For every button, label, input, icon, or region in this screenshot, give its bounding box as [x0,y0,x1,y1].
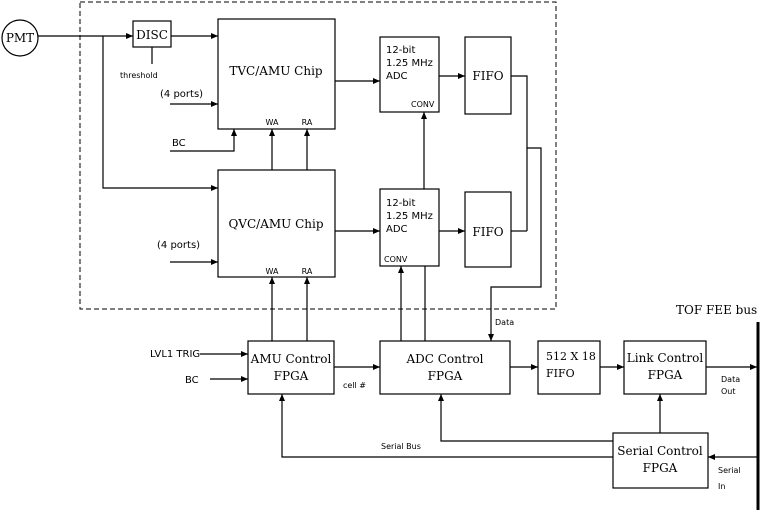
data-out-label-line2: Out [721,387,736,396]
front-end-board-outline [79,1,557,310]
link-control-label: Link Control [627,351,704,365]
bc-top-label: BC [172,138,186,149]
fifo-top-block: FIFO [464,36,512,115]
fifo-512x18-block: 512 X 18 FIFO [537,340,601,395]
fifo-bottom-label: FIFO [472,225,503,239]
serial-control-fpga-label: FPGA [643,461,678,475]
link-control-fpga-block: Link Control FPGA [623,340,707,395]
adc-control-label: ADC Control [405,352,483,366]
threshold-label: threshold [120,71,158,80]
data-out-label-line1: Data [721,375,740,384]
qvc-wa-pin: WA [266,267,279,276]
pmt-node: PMT [1,19,39,57]
ports-top-label: (4 ports) [160,89,203,100]
link-control-fpga-label: FPGA [648,368,683,382]
bc-bottom-label: BC [185,375,199,386]
amu-control-fpga-label: FPGA [274,369,309,383]
adc-bottom-rate: 1.25 MHz [386,211,433,222]
data-label: Data [495,318,514,327]
qvc-amu-chip-block: QVC/AMU Chip WA RA [217,169,336,278]
adc-top-rate: 1.25 MHz [386,58,433,69]
fifo-top-label: FIFO [472,69,503,83]
tvc-wa-pin: WA [266,118,279,127]
adc-bottom-conv-pin: CONV [384,255,408,264]
adc-control-fpga-block: ADC Control FPGA [379,340,511,395]
lvl1-trig-label: LVL1 TRIG [150,349,200,360]
adc-bottom-label: ADC [386,224,408,235]
adc-top-conv-pin: CONV [411,100,435,109]
tvc-amu-chip-block: TVC/AMU Chip WA RA [217,18,336,130]
serial-control-label: Serial Control [617,444,703,458]
serial-bus-label: Serial Bus [381,442,421,451]
amu-control-fpga-block: AMU Control FPGA [247,340,335,395]
adc-bottom-block: 12-bit 1.25 MHz ADC CONV [379,188,440,267]
serial-in-label-line2: In [718,482,725,491]
disc-label: DISC [136,28,168,42]
fifo-bottom-block: FIFO [464,191,512,268]
disc-block: DISC [132,20,172,48]
ports-bottom-label: (4 ports) [157,240,200,251]
fifo-512-size: 512 X 18 [546,350,596,363]
adc-bottom-bits: 12-bit [386,198,415,209]
amu-control-label: AMU Control [250,352,332,366]
qvc-amu-chip-label: QVC/AMU Chip [228,217,323,231]
tvc-amu-chip-label: TVC/AMU Chip [229,64,323,78]
tvc-ra-pin: RA [302,118,313,127]
adc-top-bits: 12-bit [386,45,415,56]
serial-in-label-line1: Serial [718,466,741,475]
pmt-label: PMT [6,31,34,45]
tof-fee-bus-label: TOF FEE bus [676,303,757,317]
qvc-ra-pin: RA [302,267,313,276]
cell-number-label: cell # [343,381,366,390]
adc-control-fpga-label: FPGA [428,369,463,383]
fifo-512-label: FIFO [546,367,575,380]
adc-top-label: ADC [386,71,408,82]
adc-top-block: 12-bit 1.25 MHz ADC CONV [379,36,440,113]
serial-control-fpga-block: Serial Control FPGA [612,432,709,489]
signal-lines [38,33,757,460]
